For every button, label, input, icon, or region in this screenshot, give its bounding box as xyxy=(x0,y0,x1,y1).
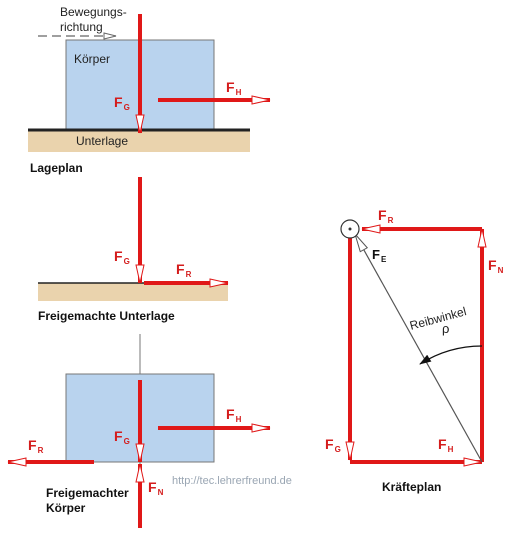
fr-main: F xyxy=(176,261,185,277)
fg-sub: G xyxy=(123,103,130,112)
fn-main: F xyxy=(488,257,497,273)
fh-sub: H xyxy=(447,445,454,454)
kp-fe-arrow xyxy=(354,233,483,463)
label-fn-kraefteplan: FN xyxy=(488,258,503,275)
label-fh-koerper: FH xyxy=(226,407,241,424)
fg-main: F xyxy=(114,94,123,110)
caption-koerper-line2: Körper xyxy=(46,501,86,515)
caption-kraefteplan: Kräfteplan xyxy=(382,480,442,494)
friction-angle-arc xyxy=(419,345,483,365)
angle-symbol: ρ xyxy=(442,321,450,336)
point-of-application-dot xyxy=(348,227,352,231)
direction-label-line2: richtung xyxy=(60,20,103,34)
fr-main: F xyxy=(28,437,37,453)
ground-label: Unterlage xyxy=(76,134,129,148)
body-label: Körper xyxy=(74,52,111,66)
fg-sub: G xyxy=(123,437,130,446)
fn-sub: N xyxy=(157,488,164,497)
ground-strip xyxy=(38,283,228,301)
label-fh-lageplan: FH xyxy=(226,80,241,97)
fg-sub: G xyxy=(123,257,130,266)
label-fh-kraefteplan: FH xyxy=(438,437,453,454)
fr-sub: R xyxy=(185,270,192,279)
label-fg-koerper: FG xyxy=(114,429,130,446)
fh-main: F xyxy=(226,406,235,422)
fg-sub: G xyxy=(334,445,341,454)
caption-koerper-line1: Freigemachter xyxy=(46,486,129,500)
ground-block xyxy=(28,130,250,152)
fh-main: F xyxy=(226,79,235,95)
label-fg-lageplan: FG xyxy=(114,95,130,112)
label-fr-kraefteplan: FR xyxy=(378,208,393,225)
caption-unterlage: Freigemachte Unterlage xyxy=(38,309,175,323)
fg-main: F xyxy=(114,428,123,444)
label-fg-unterlage: FG xyxy=(114,249,130,266)
fh-sub: H xyxy=(235,88,242,97)
fh-sub: H xyxy=(235,415,242,424)
label-fe-kraefteplan: FE xyxy=(372,248,386,264)
label-fr-unterlage: FR xyxy=(176,262,191,279)
fh-main: F xyxy=(438,436,447,452)
fg-main: F xyxy=(325,436,334,452)
fr-sub: R xyxy=(37,446,44,455)
watermark: http://tec.lehrerfreund.de xyxy=(172,475,292,487)
fg-main: F xyxy=(114,248,123,264)
fn-main: F xyxy=(148,479,157,495)
fe-main: F xyxy=(372,247,380,262)
fe-sub: E xyxy=(380,255,387,264)
fn-sub: N xyxy=(497,266,504,275)
label-fn-koerper: FN xyxy=(148,480,163,497)
caption-lageplan: Lageplan xyxy=(30,161,83,175)
direction-label-line1: Bewegungs- xyxy=(60,5,127,19)
fr-sub: R xyxy=(387,216,394,225)
label-fr-koerper: FR xyxy=(28,438,43,455)
label-fg-kraefteplan: FG xyxy=(325,437,341,454)
fr-main: F xyxy=(378,207,387,223)
